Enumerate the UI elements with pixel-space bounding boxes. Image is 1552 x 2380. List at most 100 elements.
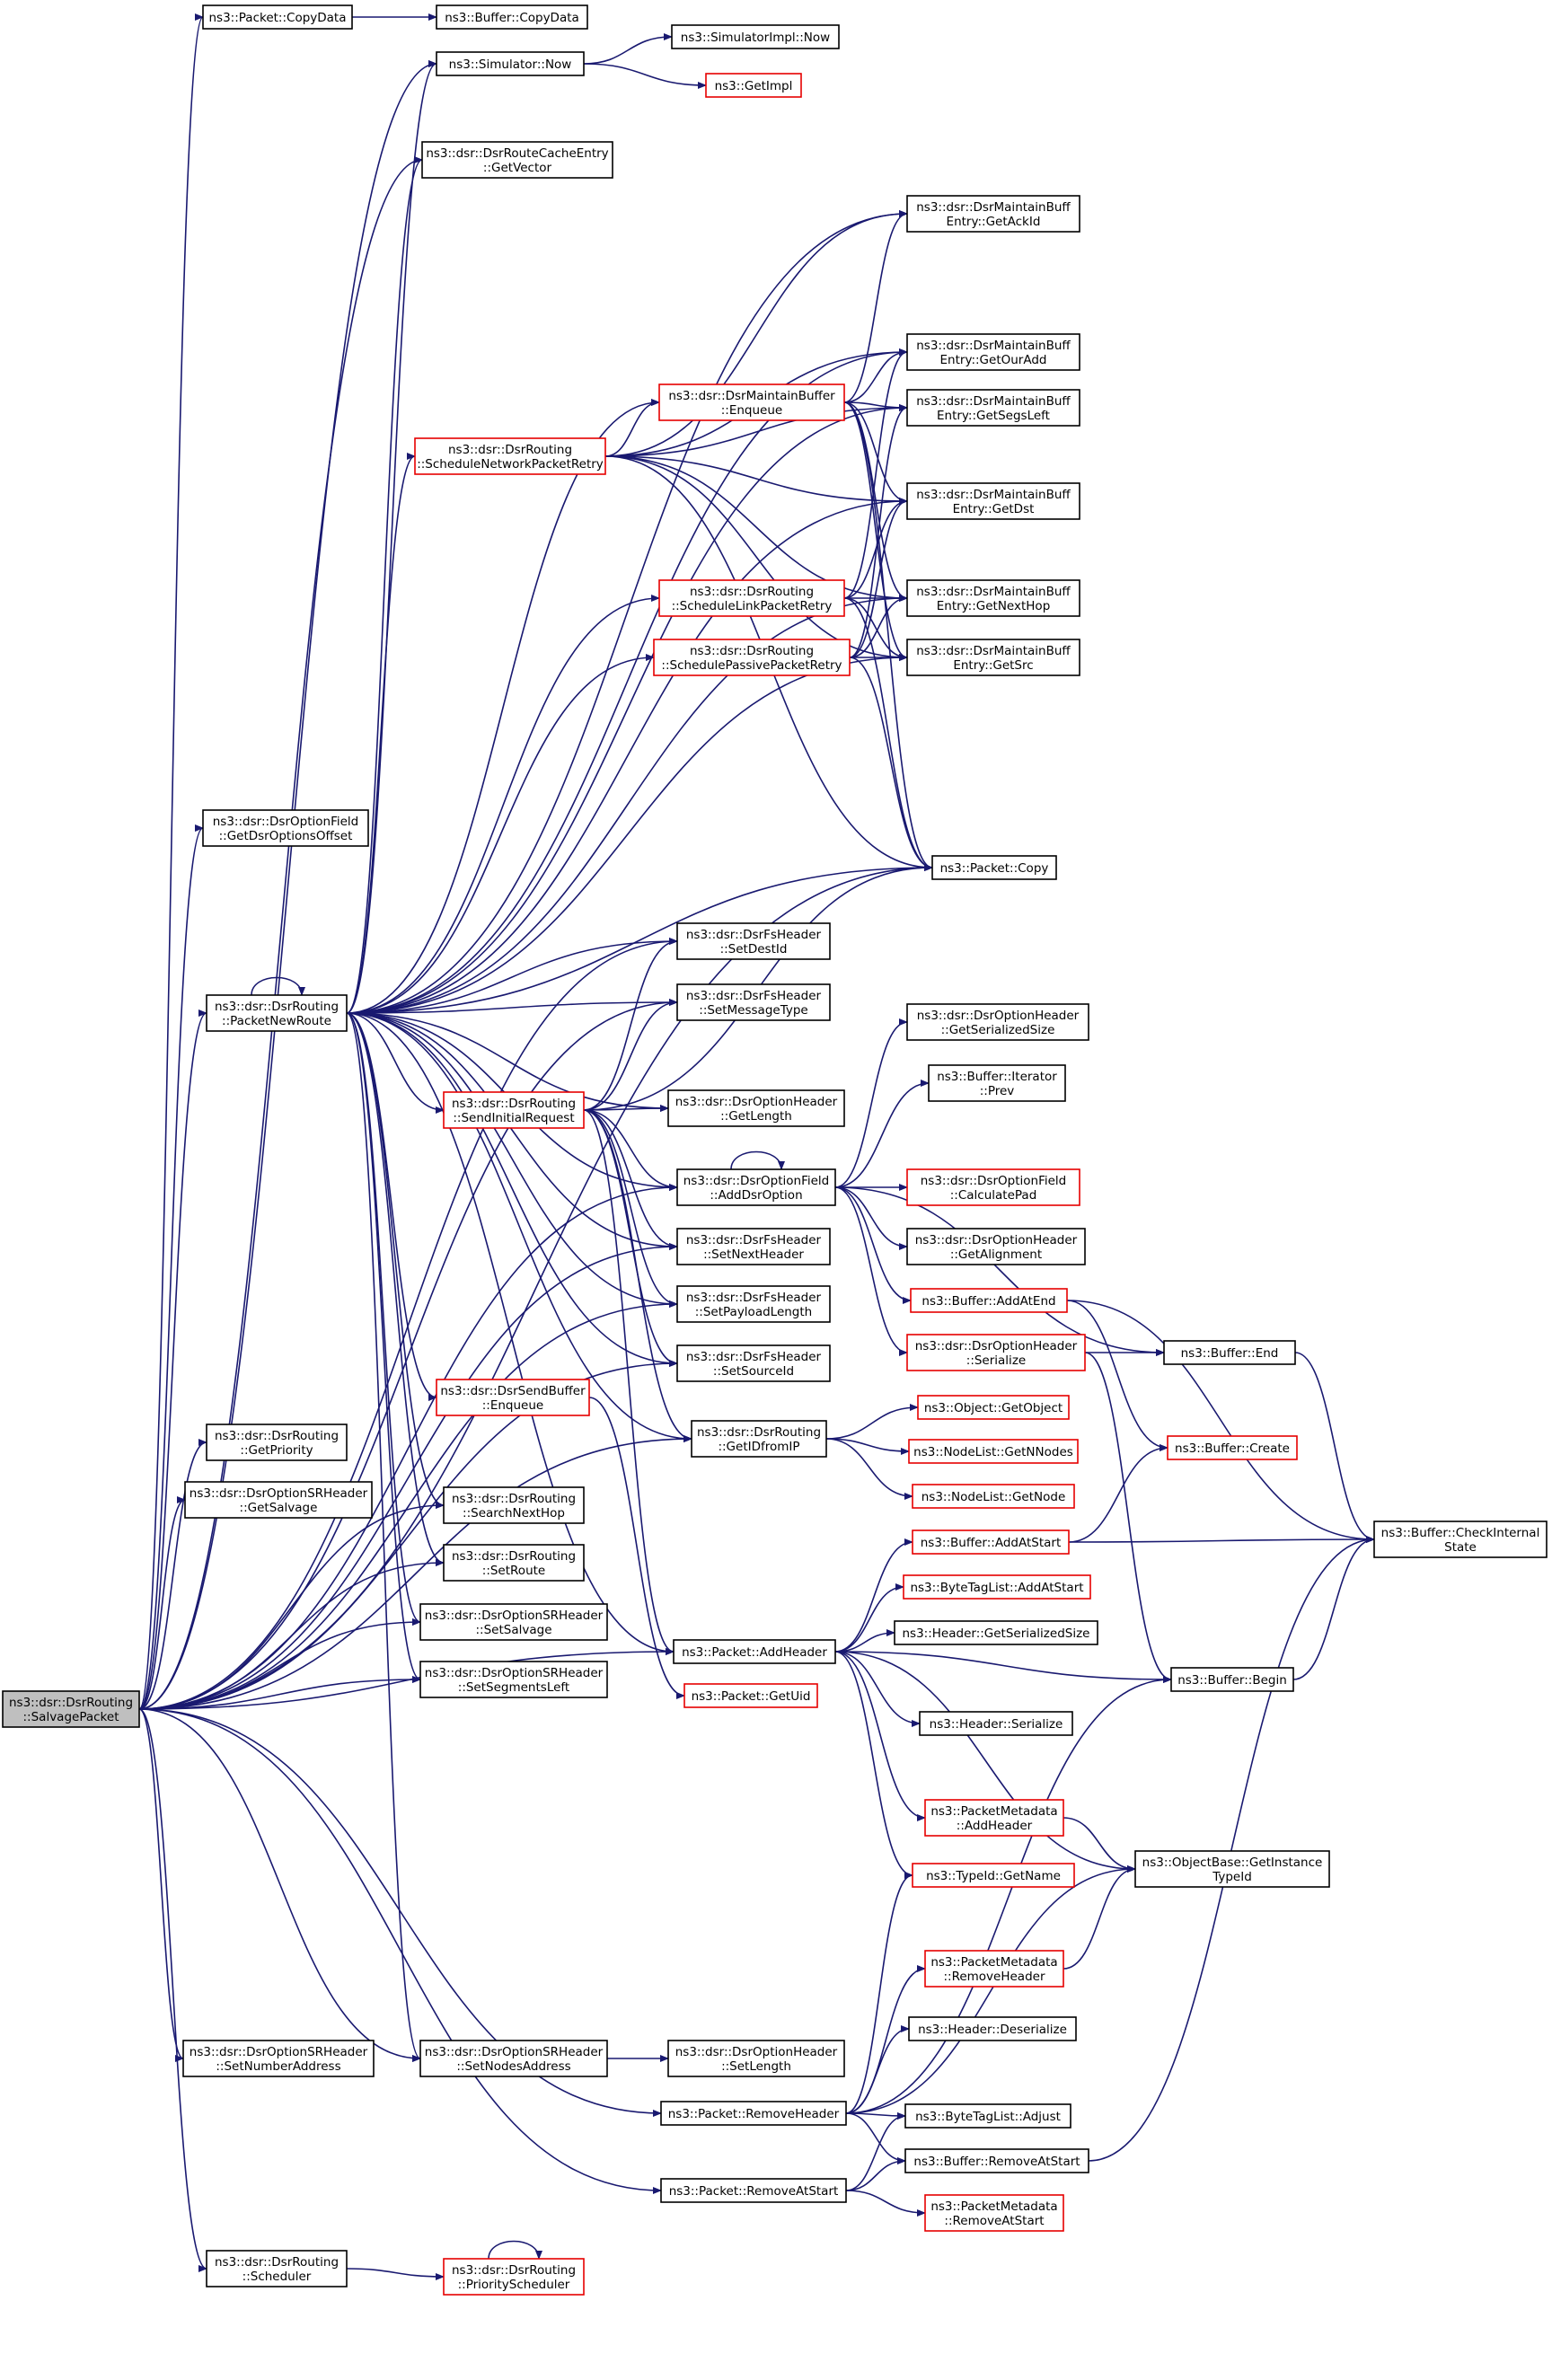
node-pm-removeheader[interactable]: ns3::PacketMetadata::RemoveHeader — [924, 1950, 1064, 1988]
node-sr-setsegleft[interactable]: ns3::dsr::DsrOptionSRHeader::SetSegments… — [419, 1661, 608, 1698]
node-of-calcpad[interactable]: ns3::dsr::DsrOptionField::CalculatePad — [906, 1168, 1080, 1206]
node-sb-enqueue[interactable]: ns3::dsr::DsrSendBuffer::Enqueue — [436, 1379, 590, 1416]
node-typeid-getname[interactable]: ns3::TypeId::GetName — [912, 1863, 1075, 1888]
edge-pkt_removeheader-to-hdr_deserialize — [845, 2025, 910, 2114]
node-bufit-prev[interactable]: ns3::Buffer::Iterator::Prev — [928, 1064, 1066, 1102]
node-of-adddsropt[interactable]: ns3::dsr::DsrOptionField::AddDsrOption — [676, 1168, 836, 1206]
edge-sched_netretry-to-mb_getdst — [604, 455, 908, 505]
node-getimpl[interactable]: ns3::GetImpl — [705, 73, 802, 98]
node-buf-copydata[interactable]: ns3::Buffer::CopyData — [436, 4, 588, 30]
node-label: ns3::dsr::DsrOptionSRHeader — [425, 2045, 604, 2059]
node-of-getoffset[interactable]: ns3::dsr::DsrOptionField::GetDsrOptionsO… — [202, 809, 369, 847]
node-label: TypeId — [1212, 1870, 1252, 1884]
node-pkt-removeatstart[interactable]: ns3::Packet::RemoveAtStart — [660, 2178, 847, 2203]
node-box — [676, 1344, 831, 1382]
node-nl-getnode[interactable]: ns3::NodeList::GetNode — [912, 1484, 1075, 1509]
node-btl-addatstart[interactable]: ns3::ByteTagList::AddAtStart — [903, 1574, 1091, 1600]
node-rce-getvector[interactable]: ns3::dsr::DsrRouteCacheEntry::GetVector — [421, 141, 613, 179]
node-label: ::GetVector — [483, 161, 552, 175]
node-label: ns3::dsr::DsrMaintainBuff — [916, 200, 1071, 215]
node-label: ns3::PacketMetadata — [930, 2199, 1057, 2214]
node-packetnewroute[interactable]: ns3::dsr::DsrRouting::PacketNewRoute — [206, 994, 348, 1032]
node-buf-create[interactable]: ns3::Buffer::Create — [1167, 1435, 1298, 1460]
nodes-layer: ns3::dsr::DsrRouting::SalvagePacketns3::… — [2, 4, 1548, 2296]
node-hdr-serialize[interactable]: ns3::Header::Serialize — [919, 1711, 1073, 1736]
node-label: ::AddDsrOption — [710, 1188, 802, 1203]
node-searchnexthop[interactable]: ns3::dsr::DsrRouting::SearchNextHop — [443, 1486, 585, 1524]
node-sr-setsalvage[interactable]: ns3::dsr::DsrOptionSRHeader::SetSalvage — [419, 1603, 608, 1641]
node-box — [906, 579, 1080, 617]
node-buf-removeatstart[interactable]: ns3::Buffer::RemoveAtStart — [904, 2148, 1089, 2173]
node-getpriority[interactable]: ns3::dsr::DsrRouting::GetPriority — [206, 1424, 348, 1461]
node-label: ::GetAlignment — [950, 1247, 1042, 1262]
node-simimpl-now[interactable]: ns3::SimulatorImpl::Now — [671, 24, 840, 49]
node-fs-setnexthdr[interactable]: ns3::dsr::DsrFsHeader::SetNextHeader — [676, 1228, 831, 1265]
node-hdr-getserial[interactable]: ns3::Header::GetSerializedSize — [894, 1620, 1098, 1645]
node-label: Entry::GetOurAdd — [940, 353, 1047, 367]
node-sched-passretry[interactable]: ns3::dsr::DsrRouting::SchedulePassivePac… — [653, 639, 851, 676]
node-mb-getnexthop[interactable]: ns3::dsr::DsrMaintainBuffEntry::GetNextH… — [906, 579, 1080, 617]
node-priorityscheduler[interactable]: ns3::dsr::DsrRouting::PriorityScheduler — [443, 2258, 585, 2296]
node-label: ns3::dsr::DsrOptionField — [683, 1174, 829, 1188]
node-box — [443, 1544, 585, 1582]
node-setroute[interactable]: ns3::dsr::DsrRouting::SetRoute — [443, 1544, 585, 1582]
edge-packetnewroute-to-pkt_copy — [346, 864, 933, 1014]
node-scheduler[interactable]: ns3::dsr::DsrRouting::Scheduler — [206, 2250, 348, 2287]
node-pm-addheader[interactable]: ns3::PacketMetadata::AddHeader — [924, 1799, 1064, 1837]
node-pkt-addheader[interactable]: ns3::Packet::AddHeader — [673, 1639, 836, 1664]
node-sched-linkretry[interactable]: ns3::dsr::DsrRouting::ScheduleLinkPacket… — [658, 579, 845, 617]
node-sr-setnumaddr[interactable]: ns3::dsr::DsrOptionSRHeader::SetNumberAd… — [182, 2040, 375, 2077]
node-sr-setnodesaddr[interactable]: ns3::dsr::DsrOptionSRHeader::SetNodesAdd… — [419, 2040, 608, 2077]
node-fs-setpaylen[interactable]: ns3::dsr::DsrFsHeader::SetPayloadLength — [676, 1285, 831, 1323]
node-buf-addatend[interactable]: ns3::Buffer::AddAtEnd — [910, 1288, 1068, 1313]
edge-of_adddsropt-to-buf_end — [834, 1186, 1165, 1356]
node-fs-setmsgtype[interactable]: ns3::dsr::DsrFsHeader::SetMessageType — [676, 983, 831, 1021]
node-fs-setsrcid[interactable]: ns3::dsr::DsrFsHeader::SetSourceId — [676, 1344, 831, 1382]
node-sched-netretry[interactable]: ns3::dsr::DsrRouting::ScheduleNetworkPac… — [414, 437, 606, 475]
node-buf-end[interactable]: ns3::Buffer::End — [1163, 1340, 1296, 1365]
node-oh-getlength[interactable]: ns3::dsr::DsrOptionHeader::GetLength — [667, 1089, 845, 1127]
node-sendinitial[interactable]: ns3::dsr::DsrRouting::SendInitialRequest — [443, 1091, 585, 1129]
node-label: ns3::Header::Serialize — [930, 1717, 1063, 1732]
node-obj-getobject[interactable]: ns3::Object::GetObject — [917, 1395, 1070, 1420]
node-oh-serialize[interactable]: ns3::dsr::DsrOptionHeader::Serialize — [906, 1334, 1086, 1371]
edge-packetnewroute-to-oh_getlength — [346, 1012, 669, 1112]
node-getidfromip[interactable]: ns3::dsr::DsrRouting::GetIDfromIP — [691, 1420, 827, 1458]
node-box — [906, 195, 1080, 233]
node-oh-getalign[interactable]: ns3::dsr::DsrOptionHeader::GetAlignment — [906, 1228, 1086, 1265]
node-btl-adjust[interactable]: ns3::ByteTagList::Adjust — [904, 2103, 1071, 2129]
node-mb-getouradd[interactable]: ns3::dsr::DsrMaintainBuffEntry::GetOurAd… — [906, 333, 1080, 371]
node-sim-now[interactable]: ns3::Simulator::Now — [436, 51, 585, 76]
node-mb-getsegsleft[interactable]: ns3::dsr::DsrMaintainBuffEntry::GetSegsL… — [906, 389, 1080, 427]
node-root[interactable]: ns3::dsr::DsrRouting::SalvagePacket — [2, 1690, 140, 1728]
node-oh-getserial[interactable]: ns3::dsr::DsrOptionHeader::GetSerialized… — [906, 1003, 1089, 1041]
node-box — [660, 2178, 847, 2203]
node-pkt-copy[interactable]: ns3::Packet::Copy — [931, 855, 1057, 880]
node-pkt-getuid[interactable]: ns3::Packet::GetUid — [683, 1683, 818, 1708]
edge-buf_addatend-to-buf_checkinternal — [1066, 1300, 1375, 1543]
edge-mb_enqueue-to-mb_getnexthop — [843, 401, 908, 602]
edge-sched_passretry-to-pkt_copy — [849, 657, 933, 871]
node-pm-removeatstart[interactable]: ns3::PacketMetadata::RemoveAtStart — [924, 2194, 1064, 2232]
node-pkt-removeheader[interactable]: ns3::Packet::RemoveHeader — [660, 2101, 847, 2126]
node-fs-setdestid[interactable]: ns3::dsr::DsrFsHeader::SetDestId — [676, 922, 831, 960]
node-mb-enqueue[interactable]: ns3::dsr::DsrMaintainBuffer::Enqueue — [658, 383, 845, 421]
node-hdr-deserialize[interactable]: ns3::Header::Deserialize — [908, 2016, 1077, 2041]
node-oh-setlength[interactable]: ns3::dsr::DsrOptionHeader::SetLength — [667, 2040, 845, 2077]
edge-packetnewroute-to-fs_setnexthdr — [346, 1012, 678, 1250]
node-label: ::Scheduler — [242, 2270, 312, 2284]
node-sr-getsalvage[interactable]: ns3::dsr::DsrOptionSRHeader::GetSalvage — [184, 1481, 373, 1519]
edge-of_adddsropt-to-bufit_prev — [834, 1080, 930, 1188]
node-buf-begin[interactable]: ns3::Buffer::Begin — [1170, 1667, 1294, 1692]
edge-oh_serialize-to-buf_begin — [1084, 1352, 1172, 1683]
node-buf-addatstart[interactable]: ns3::Buffer::AddAtStart — [912, 1529, 1070, 1555]
node-nl-getnnodes[interactable]: ns3::NodeList::GetNNodes — [908, 1439, 1079, 1464]
edge-sendinitial-to-fs_setpaylen — [583, 1109, 678, 1308]
node-label: ns3::dsr::DsrFsHeader — [686, 928, 822, 942]
node-pkt-copydata[interactable]: ns3::Packet::CopyData — [202, 4, 353, 30]
